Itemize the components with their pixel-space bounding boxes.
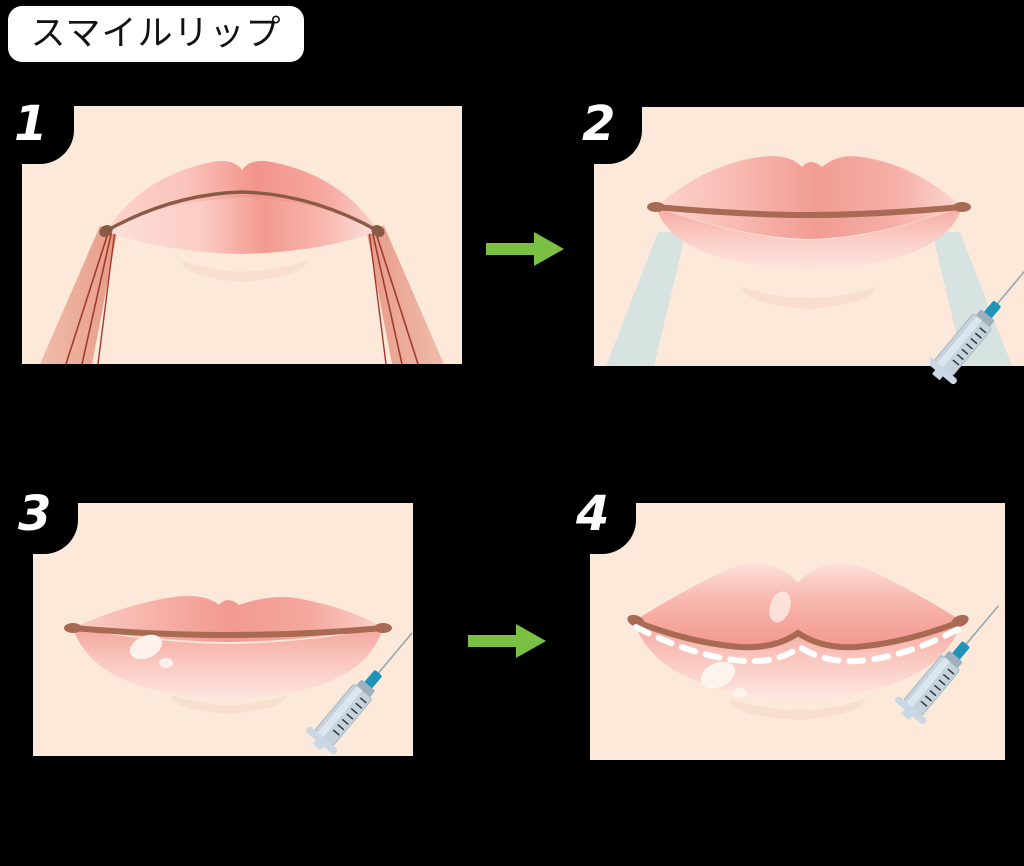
dashed-guide-line-4 — [633, 624, 965, 665]
mouth-corner-left-3 — [64, 623, 82, 633]
chin-shadow-4 — [730, 699, 865, 720]
step-1-illustration — [22, 106, 462, 364]
lower-lip-1 — [106, 198, 378, 254]
chin-shadow-2 — [742, 287, 876, 309]
mouth-corner-right-3 — [374, 623, 392, 633]
step-badge-2: 2 — [576, 98, 642, 164]
lip-highlight-top-4 — [769, 591, 791, 623]
step-1-svg — [22, 106, 462, 364]
muscle-left-relaxed-2 — [606, 232, 686, 366]
step-4-svg — [590, 503, 1005, 760]
lip-highlight-large-4 — [700, 661, 736, 689]
arrow-right-icon-bottom — [466, 620, 548, 662]
mouth-corner-left-1 — [99, 225, 113, 237]
chin-shadow-3 — [171, 695, 287, 714]
step-2-svg — [594, 107, 1024, 366]
step-3-illustration — [33, 503, 413, 756]
mouth-line-1 — [104, 190, 380, 233]
lower-lip-2 — [656, 207, 962, 269]
mouth-corner-left-4 — [627, 614, 645, 628]
arrow-right-svg-top — [486, 232, 564, 266]
muscle-right-relaxed-2 — [932, 232, 1012, 366]
page-title: スマイルリップ — [30, 13, 282, 54]
mouth-corner-right-2 — [953, 202, 971, 212]
step-number-2: 2 — [582, 96, 616, 152]
step-number-4: 4 — [576, 486, 610, 542]
lip-highlight-small-4 — [733, 688, 747, 698]
step-badge-3: 3 — [12, 488, 78, 554]
step-badge-4: 4 — [570, 488, 636, 554]
step-4-illustration — [590, 503, 1005, 760]
upper-lip-4 — [634, 563, 962, 649]
lip-highlight-small-3 — [159, 658, 173, 668]
mouth-line-2 — [653, 204, 965, 219]
chin-shadow-1 — [182, 261, 307, 282]
arrow-right-icon-top — [484, 228, 566, 270]
step-number-1: 1 — [14, 96, 48, 152]
page-title-badge: スマイルリップ — [8, 6, 304, 62]
mouth-line-4 — [631, 618, 965, 651]
muscle-right-1 — [366, 226, 444, 364]
upper-lip-1 — [106, 161, 378, 231]
step-badge-1: 1 — [8, 98, 74, 164]
mouth-corner-right-4 — [951, 614, 969, 628]
upper-lip-2 — [656, 156, 962, 239]
mouth-corner-left-2 — [647, 202, 665, 212]
mouth-line-3 — [70, 625, 386, 639]
step-3-svg — [33, 503, 413, 756]
arrow-right-svg-bottom — [468, 624, 546, 658]
mouth-corner-right-1 — [371, 225, 385, 237]
step-number-3: 3 — [18, 486, 52, 542]
step-2-illustration — [594, 107, 1024, 366]
lip-highlight-large-3 — [129, 634, 163, 660]
muscle-left-1 — [40, 226, 118, 364]
